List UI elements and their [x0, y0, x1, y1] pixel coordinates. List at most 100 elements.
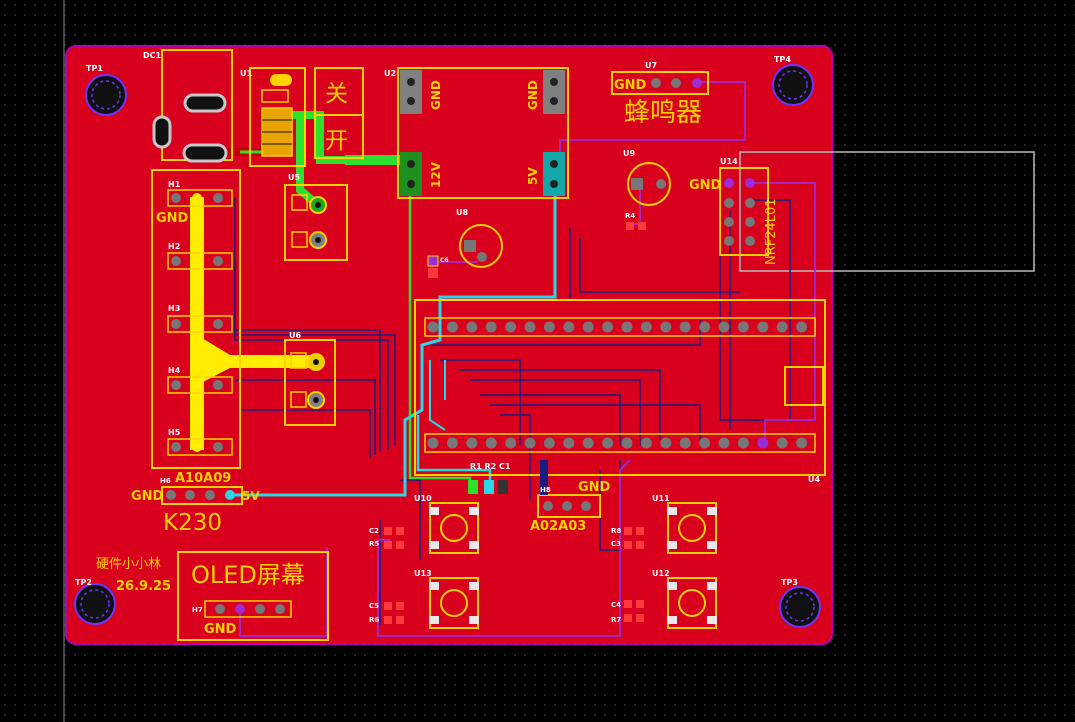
u4-pin — [737, 437, 749, 449]
label-c5: C5 — [369, 602, 379, 610]
u2-pads — [400, 70, 565, 196]
u4-pin — [505, 321, 517, 333]
label-a02a03: A02A03 — [530, 519, 586, 534]
label-c4: C4 — [611, 601, 621, 609]
h7-header — [204, 600, 292, 618]
u4-pin — [524, 321, 536, 333]
label-author: 硬件小小林 — [96, 557, 161, 572]
u4-pin — [640, 437, 652, 449]
label-gnd-h7: GND — [204, 622, 237, 637]
label-h1: H1 — [168, 180, 181, 189]
label-nrf: NRF24L01 — [764, 198, 779, 265]
label-h8: H8 — [540, 486, 551, 494]
label-gnd-u2-right: GND — [526, 80, 540, 110]
label-c6: C6 — [440, 257, 449, 264]
u7-header — [651, 78, 702, 88]
u4-pin — [466, 321, 478, 333]
tp3-hole — [779, 586, 821, 628]
label-r7: R7 — [611, 616, 621, 624]
label-h4: H4 — [168, 366, 181, 375]
board-labels: DC1 U1 U2 U5 U6 U7 U8 U9 U10 U11 U12 U13… — [75, 51, 820, 637]
u4-pin — [718, 437, 730, 449]
u4-pin — [543, 321, 555, 333]
label-h6: H6 — [160, 477, 171, 485]
u4-top-row-outline — [424, 317, 816, 337]
label-c2: C2 — [369, 527, 379, 535]
purple-traces — [239, 81, 816, 637]
label-u2: U2 — [384, 69, 396, 78]
u4-pin — [679, 321, 691, 333]
u4-pin — [524, 437, 536, 449]
label-5v-h6: 5V — [242, 489, 260, 503]
label-gnd-h6: GND — [131, 489, 164, 504]
label-c3: C3 — [611, 540, 621, 548]
u4-pin — [796, 437, 808, 449]
u4-pin — [776, 321, 788, 333]
u4-pin — [776, 437, 788, 449]
label-h5: H5 — [168, 428, 181, 437]
label-date: 26.9.25 — [116, 579, 171, 594]
label-dc1: DC1 — [143, 51, 162, 60]
label-k230: K230 — [163, 510, 222, 536]
label-h7: H7 — [192, 606, 203, 614]
u4-pin — [660, 321, 672, 333]
label-on: 开 — [325, 128, 348, 154]
u4-pin — [699, 321, 711, 333]
u4-pin — [427, 321, 439, 333]
label-tp3: TP3 — [781, 578, 798, 587]
u14-header — [724, 178, 755, 246]
u4-pin — [621, 437, 633, 449]
u4-pin — [563, 437, 575, 449]
dc-jack-pads — [152, 93, 228, 163]
label-tp4: TP4 — [774, 55, 791, 64]
tp2-hole — [74, 583, 116, 625]
label-gnd-u7: GND — [614, 78, 647, 93]
u4-pin — [446, 321, 458, 333]
u4-pin — [427, 437, 439, 449]
u4-pin — [737, 321, 749, 333]
label-h3: H3 — [168, 304, 180, 313]
u4-pin — [582, 437, 594, 449]
label-tp2: TP2 — [75, 578, 92, 587]
label-u12: U12 — [652, 569, 670, 578]
u5-u6-pads — [290, 194, 327, 409]
label-u8: U8 — [456, 208, 468, 217]
u4-pin — [621, 321, 633, 333]
cyan-5v-net — [235, 175, 557, 497]
tp1-hole — [85, 74, 127, 116]
u4-pin — [796, 321, 808, 333]
label-r1r2c1: R1 R2 C1 — [470, 462, 511, 471]
u4-pin — [466, 437, 478, 449]
label-buzzer: 蜂鸣器 — [624, 98, 702, 128]
label-gnd-u2-left: GND — [429, 80, 443, 110]
u4-pin — [640, 321, 652, 333]
smd-parts — [384, 222, 646, 624]
nrf-module-outline — [739, 151, 1035, 272]
label-u10: U10 — [414, 494, 432, 503]
u4-pin — [446, 437, 458, 449]
label-u7: U7 — [645, 61, 657, 70]
label-gnd-u14: GND — [689, 178, 722, 193]
label-u13: U13 — [414, 569, 432, 578]
h6-header — [166, 490, 235, 500]
u4-bottom-row-outline — [424, 433, 816, 453]
label-u11: U11 — [652, 494, 670, 503]
label-r4: R4 — [625, 212, 635, 220]
label-12v: 12V — [429, 161, 443, 188]
u4-pin — [757, 321, 769, 333]
tp4-hole — [772, 64, 814, 106]
u4-pin — [679, 437, 691, 449]
u4-pin — [660, 437, 672, 449]
label-gnd-h1: GND — [156, 211, 189, 226]
u4-pin — [757, 437, 769, 449]
label-u9: U9 — [623, 149, 635, 158]
label-u1: U1 — [240, 69, 252, 78]
label-off: 关 — [325, 81, 348, 107]
label-oled: OLED屏幕 — [191, 561, 305, 589]
u4-pin — [602, 437, 614, 449]
tact-buttons — [429, 507, 717, 624]
label-r8: R8 — [611, 527, 621, 535]
label-r6: R6 — [369, 616, 379, 624]
u1-switch — [261, 74, 293, 157]
